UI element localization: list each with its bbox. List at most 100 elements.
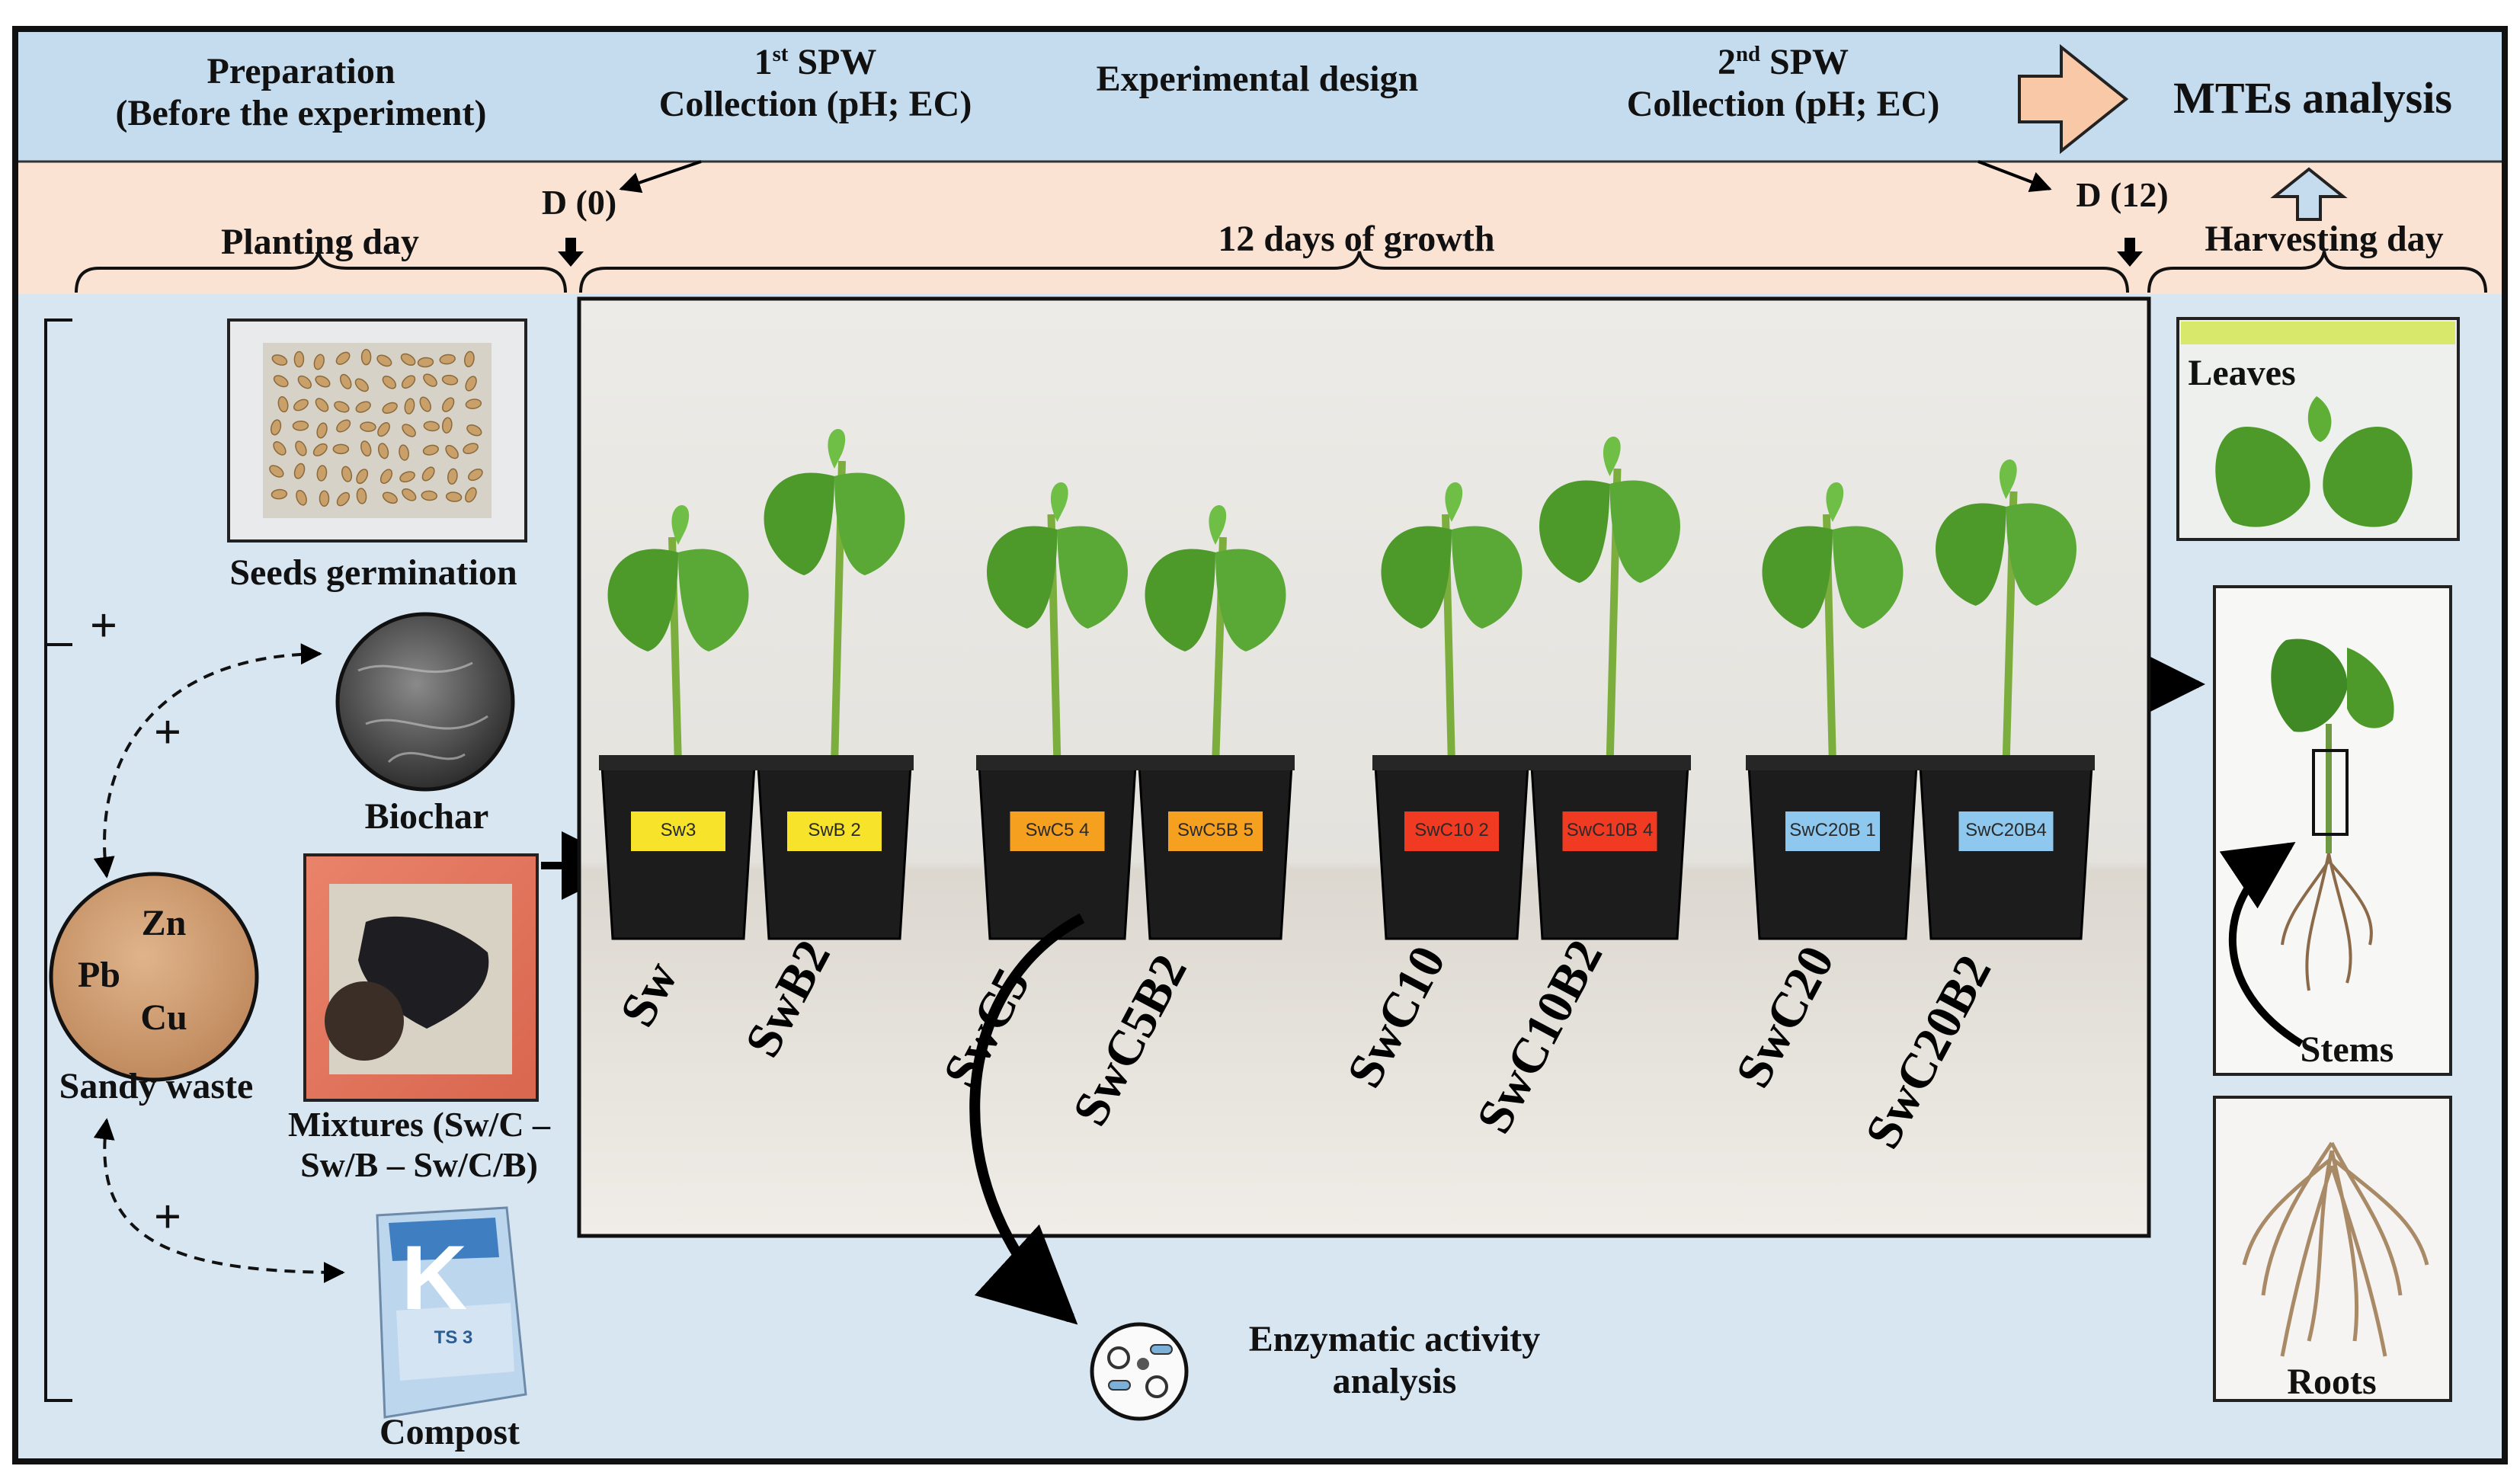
d12-label: D (12) [2076, 175, 2169, 214]
seed [335, 351, 351, 365]
plant-leaf [764, 472, 834, 575]
plant-leaf [1833, 526, 1904, 629]
plant-leaf [1452, 526, 1523, 629]
seed [273, 441, 287, 456]
plant-leaf [1445, 482, 1463, 522]
seed [402, 488, 417, 501]
plant-leaf [1215, 549, 1286, 651]
plant-leaf [1603, 436, 1621, 476]
seed [334, 401, 350, 413]
roots-photo [2213, 1096, 2452, 1402]
stems-photo [2213, 585, 2452, 1076]
pot-rim [1917, 755, 2095, 770]
seed [464, 350, 475, 368]
timeline-band [18, 163, 2502, 294]
d0-label: D (0) [541, 183, 617, 222]
plus-sign-1: + [89, 598, 118, 652]
seed [277, 395, 289, 413]
seed [355, 401, 371, 413]
biochar-label: Biochar [364, 796, 489, 837]
compost-bag [376, 1206, 527, 1419]
preparation-label: Preparation (Before the experiment) [115, 51, 487, 134]
sandy-waste-label: Sandy waste [59, 1066, 254, 1106]
plant-leaf [1539, 480, 1610, 583]
pot-tag-text: SwC20B4 [1965, 820, 2047, 840]
plant-leaf [1826, 482, 1844, 522]
seed [468, 469, 483, 482]
seed [295, 440, 307, 456]
seed [315, 375, 331, 388]
mixtures-label: Mixtures (Sw/C – Sw/B – Sw/C/B) [287, 1105, 551, 1184]
plant-leaf [671, 504, 690, 545]
seed [270, 419, 282, 436]
plant-leaf [2006, 503, 2077, 606]
seed [312, 443, 328, 456]
seed [354, 378, 369, 392]
pot-rim [1136, 755, 1295, 770]
pot-rim [976, 755, 1138, 770]
seed [419, 396, 431, 412]
seed [316, 465, 328, 482]
plant-leaf [1050, 482, 1068, 522]
pot-tag-text: SwB 2 [808, 820, 861, 840]
plant-leaf [607, 549, 678, 651]
plant-leaf [1057, 526, 1128, 629]
pot [1530, 764, 1689, 940]
seed [319, 490, 330, 507]
pot [1138, 764, 1293, 940]
plant-leaf [678, 549, 749, 651]
pot [600, 764, 756, 940]
growth-period-label: 12 days of growth [1218, 219, 1495, 259]
mtes-analysis-label: MTEs analysis [2173, 73, 2452, 123]
seed [315, 398, 329, 412]
seed [447, 468, 458, 485]
seed [296, 489, 307, 506]
mixtures-photo [303, 853, 539, 1102]
seeds-germination-label: Seeds germination [229, 552, 517, 593]
seed [421, 490, 438, 501]
spw1-label: 1st SPW Collection (pH; EC) [658, 42, 972, 125]
seed [439, 354, 456, 365]
plant-leaf [1145, 549, 1215, 651]
pot [978, 764, 1137, 940]
plant-leaf [1999, 459, 2017, 499]
seed [379, 469, 393, 485]
seed [377, 422, 390, 437]
biochar-circle [335, 612, 515, 792]
seed [465, 399, 482, 409]
pot-tag-text: SwC10 2 [1414, 820, 1489, 840]
plant-leaf [1209, 504, 1227, 545]
pot-tag [1404, 811, 1499, 851]
seed [441, 374, 459, 386]
plant-leaf [1762, 526, 1833, 629]
seed [466, 424, 482, 437]
stems-label: Stems [2300, 1029, 2394, 1070]
seed [341, 466, 353, 482]
plant-leaf [828, 428, 846, 469]
seed [382, 375, 397, 389]
enzymatic-icon [1090, 1322, 1189, 1421]
pot-tag [1168, 811, 1263, 851]
compost-label: Compost [379, 1412, 520, 1452]
element-cu: Cu [140, 997, 187, 1038]
seed [399, 444, 409, 461]
pot-tag [787, 811, 882, 851]
seed [445, 491, 463, 502]
pot-tag [1010, 811, 1105, 851]
pot-tag [1562, 811, 1657, 851]
seed [360, 348, 372, 366]
plant-leaf [987, 526, 1058, 629]
seed [423, 373, 437, 387]
pot-tag-text: SwC5B 5 [1177, 820, 1254, 840]
plant-leaf [1381, 526, 1452, 629]
pot-rim [1372, 755, 1531, 770]
seed [422, 444, 439, 456]
pot-tag [1958, 811, 2054, 851]
seed [269, 465, 284, 478]
compost-bag-code: TS 3 [434, 1327, 473, 1348]
pot-tag [631, 811, 725, 851]
pot-rim [1529, 755, 1691, 770]
enzymatic-label: Enzymatic activity analysis [1248, 1319, 1541, 1402]
